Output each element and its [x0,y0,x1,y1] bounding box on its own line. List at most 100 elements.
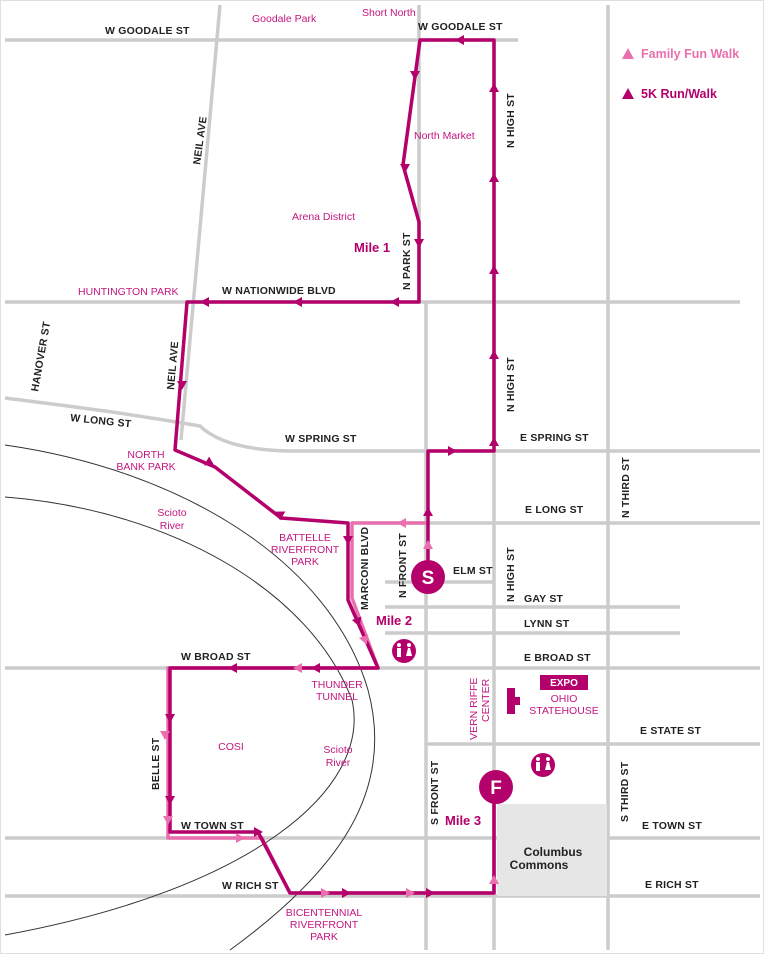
run-arrow [489,265,499,274]
run-arrow [311,663,320,673]
street-grid [4,4,760,950]
place-label: River [160,520,185,532]
place-label: RIVERFRONT [271,544,340,556]
street-label: W GOODALE ST [418,21,503,33]
street-label: N PARK ST [401,232,413,290]
street-label: HANOVER ST [29,320,53,392]
street-labels: W GOODALE ST W GOODALE ST NEIL AVE NEIL … [29,21,702,892]
street-label: GAY ST [524,593,564,605]
street-label: NEIL AVE [165,341,181,391]
place-label: BANK PARK [116,461,175,473]
street-label: BELLE ST [150,737,162,790]
street-label: E RICH ST [645,879,699,891]
street-label: MARCONI BLVD [359,527,371,611]
place-label: Goodale Park [252,13,317,25]
place-label: North Market [414,130,475,142]
start-circle [411,560,445,594]
run-arrow [414,239,424,248]
expo-label: EXPO [550,678,578,689]
run-route [168,38,496,895]
place-label: CENTER [480,678,492,722]
place-label: THUNDER [311,679,363,691]
place-label: OHIO [551,693,578,705]
street-label: W TOWN ST [181,820,244,832]
street-label: W RICH ST [222,880,279,892]
place-label: PARK [310,931,338,943]
street-line-neil-ave [179,4,222,441]
street-label: W GOODALE ST [105,25,190,37]
street-label: N FRONT ST [397,533,409,598]
walk-arrow [236,833,245,843]
run-arrow [448,446,457,456]
run-arrow [400,164,410,173]
building-icon [507,688,520,714]
street-label: N HIGH ST [505,357,517,412]
start-marker: S [411,560,445,594]
street-label: LYNN ST [524,618,570,630]
place-labels: Goodale Park Short North North Market Ar… [78,7,599,943]
river-bank-east [4,444,376,951]
place-label: Scioto [323,744,352,756]
place-label: River [326,757,351,769]
place-label: NORTH [127,449,164,461]
street-label: ELM ST [453,565,493,577]
street-label: W NATIONWIDE BLVD [222,285,336,297]
place-label: PARK [291,556,319,568]
run-arrow [489,350,499,359]
run-arrow [228,663,237,673]
start-label: S [422,568,435,589]
columbus-commons-block [497,804,607,896]
street-label: E TOWN ST [642,820,702,832]
place-label: Arena District [292,211,355,223]
street-label: E BROAD ST [524,652,591,664]
place-label: TUNNEL [316,691,358,703]
street-label: N HIGH ST [505,547,517,602]
run-arrow [489,437,499,446]
legend: Family Fun Walk 5K Run/Walk [622,47,739,101]
street-label: S FRONT ST [429,760,441,825]
run-arrow [390,297,399,307]
expo-badge: EXPO [540,675,588,690]
walk-arrow [397,518,406,528]
run-walk-legend-label: 5K Run/Walk [641,87,717,101]
street-label: N THIRD ST [620,457,632,518]
finish-label: F [490,778,502,799]
mile-1-label: Mile 1 [354,240,390,255]
street-label: N HIGH ST [505,93,517,148]
run-walk-legend-icon [622,88,634,99]
run-arrow [489,173,499,182]
street-label: S THIRD ST [619,761,631,822]
restroom-icon [392,639,416,663]
run-arrow [293,297,302,307]
place-label: VERN RIFFE [468,678,480,740]
street-label: E SPRING ST [520,432,589,444]
place-label: RIVERFRONT [290,919,359,931]
place-label: Scioto [157,507,186,519]
run-arrow [489,83,499,92]
river-bank-west [4,496,355,936]
mile-2-label: Mile 2 [376,613,412,628]
walk-direction-arrows [160,518,499,898]
run-arrow [455,35,464,45]
columbus-commons-label: Commons [510,858,569,872]
family-walk-legend-icon [622,48,634,59]
place-label: COSI [218,741,244,753]
family-walk-legend-label: Family Fun Walk [641,47,739,61]
run-arrow [200,297,209,307]
finish-circle [479,770,513,804]
street-label: E LONG ST [525,504,584,516]
street-label: E STATE ST [640,725,701,737]
finish-marker: F [479,770,513,804]
walk-arrow [293,663,302,673]
place-label: STATEHOUSE [529,705,599,717]
place-label: HUNTINGTON PARK [78,286,179,298]
place-label: BATTELLE [279,532,331,544]
street-label: W SPRING ST [285,433,357,445]
run-path [168,38,496,895]
columbus-commons-label: Columbus [524,845,583,859]
place-label: BICENTENNIAL [286,907,363,919]
place-label: Short North [362,7,416,19]
